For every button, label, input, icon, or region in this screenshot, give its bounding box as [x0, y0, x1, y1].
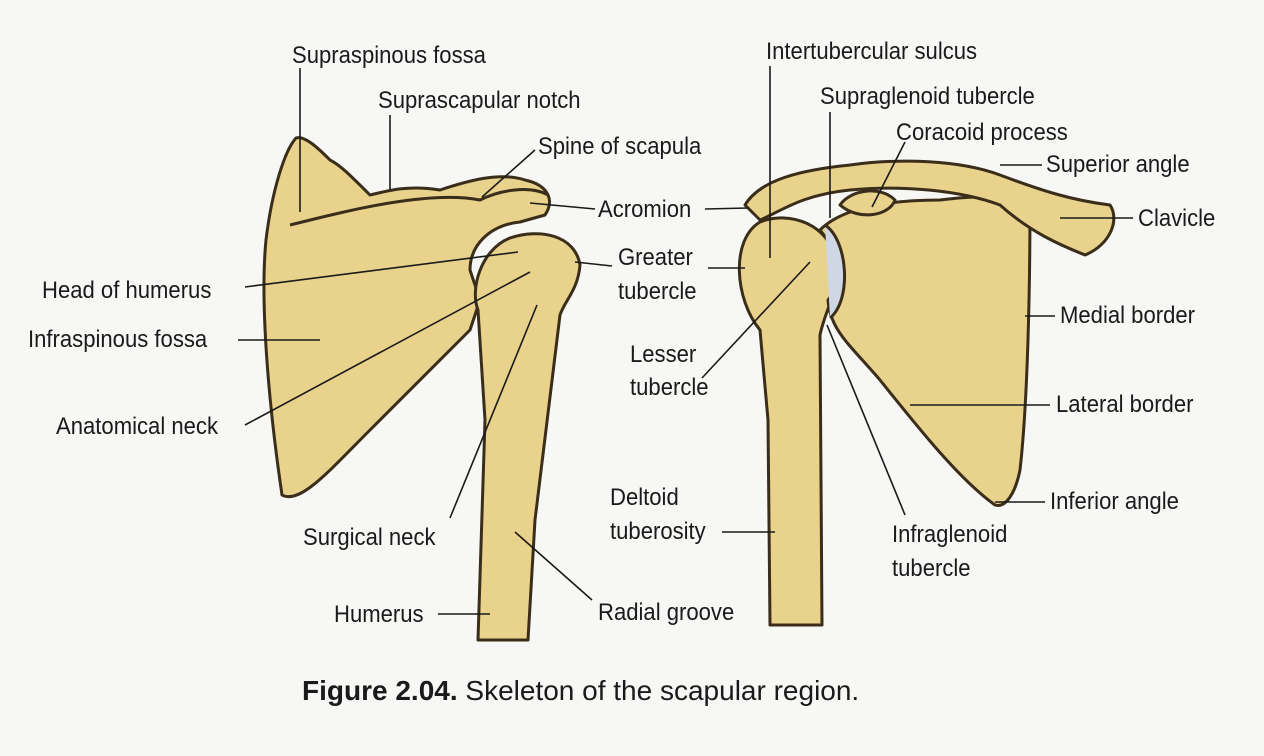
label-infraglenoid-tubercle-line1: Infraglenoid [892, 521, 1008, 548]
label-infraglenoid-tubercle-line2: tubercle [892, 555, 971, 582]
right-scapula [818, 195, 1032, 507]
label-lateral-border: Lateral border [1056, 391, 1194, 418]
label-surgical-neck: Surgical neck [303, 524, 436, 551]
label-greater-tubercle-line2: tubercle [618, 278, 697, 305]
left-scapula [262, 136, 551, 499]
label-supraspinous-fossa: Supraspinous fossa [292, 42, 486, 69]
label-humerus: Humerus [334, 601, 424, 628]
label-superior-angle: Superior angle [1046, 151, 1190, 178]
label-clavicle: Clavicle [1138, 205, 1216, 232]
label-coracoid-process: Coracoid process [896, 119, 1068, 146]
clavicle [743, 159, 1116, 257]
left-spine-of-scapula [289, 188, 549, 227]
label-anatomical-neck: Anatomical neck [56, 413, 219, 440]
label-infraspinous-fossa: Infraspinous fossa [28, 326, 208, 353]
label-greater-tubercle-line1: Greater [618, 244, 693, 271]
label-head-of-humerus: Head of humerus [42, 277, 212, 304]
label-acromion: Acromion [598, 196, 692, 223]
glenoid [824, 223, 847, 320]
label-lesser-tubercle-line1: Lesser [630, 341, 697, 368]
coracoid-process [838, 189, 897, 217]
label-suprascapular-notch: Suprascapular notch [378, 87, 581, 114]
figure-number: Figure 2.04. [302, 675, 458, 706]
leader-lines [238, 66, 1133, 615]
left-humerus [473, 232, 582, 642]
label-intertubercular-sulcus: Intertubercular sulcus [766, 38, 978, 65]
label-inferior-angle: Inferior angle [1050, 488, 1179, 515]
label-deltoid-tuberosity-line2: tuberosity [610, 518, 706, 545]
figure-caption: Figure 2.04. Skeleton of the scapular re… [302, 675, 859, 707]
label-supraglenoid-tubercle: Supraglenoid tubercle [820, 83, 1035, 110]
label-radial-groove: Radial groove [598, 599, 735, 626]
figure-caption-text: Skeleton of the scapular region. [465, 675, 860, 706]
label-spine-of-scapula: Spine of scapula [538, 133, 702, 160]
label-lesser-tubercle-line2: tubercle [630, 374, 709, 401]
label-deltoid-tuberosity-line1: Deltoid [610, 484, 679, 511]
right-humerus [737, 216, 838, 627]
label-medial-border: Medial border [1060, 302, 1196, 329]
